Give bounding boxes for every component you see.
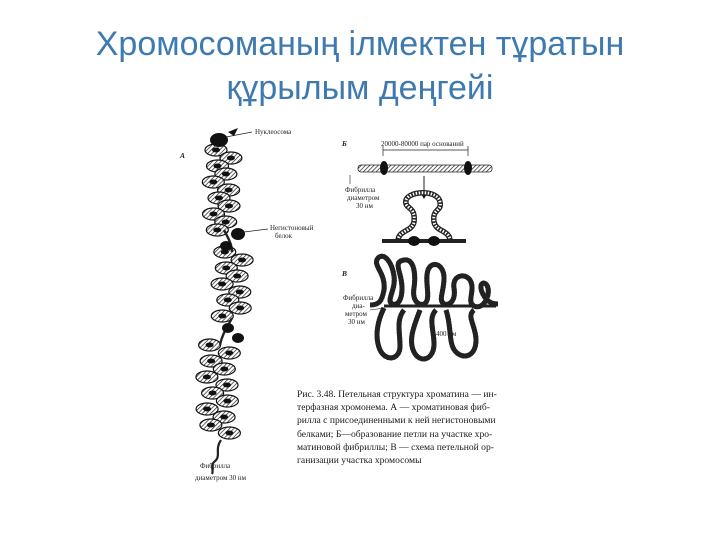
label-fibril-b-3: 30 нм: [356, 202, 373, 210]
nucleosome-core: [222, 265, 231, 271]
nucleosome-core: [203, 406, 212, 412]
nucleosome-core: [206, 422, 215, 428]
nucleosome-core: [205, 342, 214, 348]
nucleosome-core: [221, 219, 230, 225]
label-fibril-v-3: метром: [345, 310, 368, 318]
caption-line-3: рилла с присоединенными к ней негистонов…: [297, 415, 496, 427]
label-fibril-a-1: Фибрилла: [200, 462, 231, 470]
loop-b-outline: [395, 190, 453, 242]
panel-a-letter: А: [179, 151, 185, 160]
title-line-1: Хромосоманың ілмектен тұратын: [95, 25, 625, 63]
nucleosome-core: [224, 187, 233, 193]
nucleosome-core: [213, 163, 222, 169]
nucleosome-core: [218, 281, 227, 287]
loop-b-protein-right: [428, 236, 440, 246]
slide-title: Хромосоманың ілмектен тұратын құрылым де…: [0, 22, 720, 110]
panel-b-letter: Б: [341, 139, 347, 148]
nucleosome-core: [221, 171, 230, 177]
nucleosome-core: [212, 147, 220, 153]
label-fibril-v-1: Фибрилла: [343, 294, 374, 302]
nucleosome-arrowhead: [228, 128, 238, 136]
nucleosome-core: [223, 297, 232, 303]
nucleosome-core: [225, 430, 234, 436]
nucleosome-core: [209, 179, 218, 185]
nonhistone-protein-2: [220, 241, 232, 251]
loop-b-protein-left: [408, 236, 420, 246]
nucleosome-pointer: [225, 131, 253, 138]
caption-line-1: Рис. 3.48. Петельная структура хроматина…: [297, 389, 497, 400]
label-fibril-b-1: Фибрилла: [345, 186, 376, 194]
label-fibril-a-2: диаметром 30 нм: [195, 474, 247, 482]
caption-line-4: белками; Б—образование петли на участке …: [297, 428, 493, 440]
label-fibril-b-2: диаметром: [347, 194, 380, 202]
caption-line-5: матиновой фибриллы; В — схема петельной …: [297, 441, 494, 453]
anchor-protein-right: [464, 161, 472, 175]
nucleosome-core: [213, 227, 222, 233]
loop-b-inner: [396, 191, 452, 242]
nucleosome-core: [225, 350, 234, 356]
nucleosome-core: [220, 366, 229, 372]
nonhistone-protein-1: [231, 228, 245, 240]
panel-v-letter: В: [341, 269, 347, 278]
label-nonhistone-2: белок: [275, 232, 293, 240]
label-fibril-v-2: диа-: [352, 302, 365, 310]
nucleosome-shape: [210, 133, 228, 147]
label-nonhistone-1: Негистоновый: [270, 224, 314, 232]
nonhistone-pointer: [243, 228, 269, 233]
label-fibril-v-4: 30 нм: [348, 318, 365, 326]
nucleosome-core: [208, 390, 217, 396]
nonhistone-protein-3: [222, 323, 234, 333]
straight-fibril: [357, 164, 493, 173]
nucleosome-core: [235, 289, 244, 295]
nucleosome-core: [223, 398, 232, 404]
nucleosome-core: [220, 414, 229, 420]
nucleosome-core: [223, 382, 231, 388]
fibril-tail: [210, 439, 222, 475]
nucleosome-core: [233, 273, 242, 279]
nucleosome-core: [209, 211, 218, 217]
nucleosome-core: [207, 358, 216, 364]
nucleosome-core: [226, 155, 235, 161]
linker-strand: [222, 229, 234, 253]
nucleosome-core: [238, 257, 247, 263]
figure-caption: Рис. 3.48. Петельная структура хроматина…: [297, 388, 529, 467]
nucleosome-core: [236, 305, 245, 311]
anchor-protein-left: [380, 161, 388, 175]
nucleosome-core: [218, 313, 227, 319]
label-base-pairs: 20000-80000 пар оснований: [381, 140, 464, 148]
label-nucleosome: Нуклеосома: [255, 128, 292, 136]
nonhistone-protein-4: [232, 333, 244, 343]
nucleosome-core: [202, 374, 211, 380]
nucleosome-core: [215, 195, 223, 201]
label-400nm: 400 нм: [436, 330, 457, 338]
caption-line-2: терфазная хромонема. А — хроматиновая фи…: [297, 402, 490, 414]
loops-v-outline: [369, 253, 499, 362]
chromatin-fibril-a: [195, 143, 254, 440]
nucleosome-core: [225, 203, 233, 209]
caption-line-6: ганизации участка хромосомы: [297, 455, 422, 467]
title-line-2: құрылым деңгейі: [226, 69, 494, 107]
